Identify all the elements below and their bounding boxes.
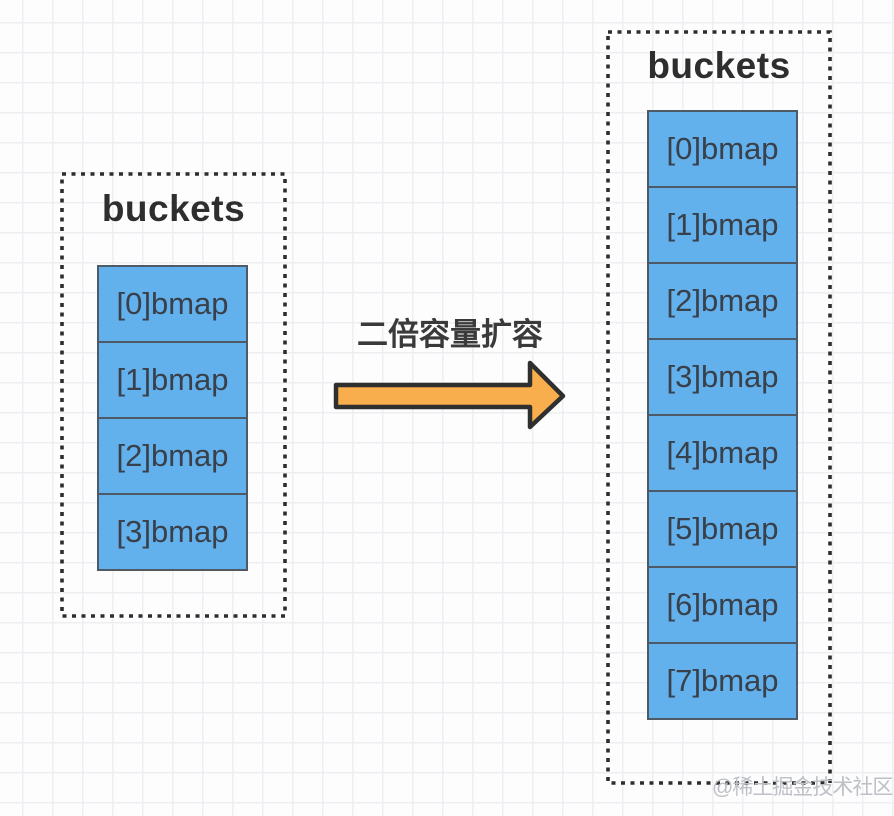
old-buckets-cells: [0]bmap [1]bmap [2]bmap [3]bmap xyxy=(97,265,248,571)
old-buckets-box: buckets [0]bmap [1]bmap [2]bmap [3]bmap xyxy=(60,172,287,618)
bucket-cell: [2]bmap xyxy=(647,262,798,340)
arrow-shape xyxy=(333,360,566,430)
bucket-cell: [3]bmap xyxy=(647,338,798,416)
bucket-cell: [5]bmap xyxy=(647,490,798,568)
old-buckets-title: buckets xyxy=(101,188,246,229)
bucket-cell: [7]bmap xyxy=(647,642,798,720)
new-buckets-box: buckets [0]bmap [1]bmap [2]bmap [3]bmap … xyxy=(606,30,832,785)
bucket-cell: [0]bmap xyxy=(97,265,248,343)
right-arrow-icon xyxy=(333,360,566,430)
expansion-arrow-group: 二倍容量扩容 xyxy=(333,318,567,430)
new-buckets-cells: [0]bmap [1]bmap [2]bmap [3]bmap [4]bmap … xyxy=(647,110,798,720)
expansion-label: 二倍容量扩容 xyxy=(357,317,543,352)
bucket-cell: [1]bmap xyxy=(647,186,798,264)
bucket-cell: [4]bmap xyxy=(647,414,798,492)
bucket-cell: [0]bmap xyxy=(647,110,798,188)
bucket-cell: [3]bmap xyxy=(97,493,248,571)
new-buckets-title: buckets xyxy=(647,45,791,86)
bucket-cell: [6]bmap xyxy=(647,566,798,644)
bucket-cell: [2]bmap xyxy=(97,417,248,495)
watermark-text: @稀土掘金技术社区 xyxy=(712,776,893,799)
bucket-cell: [1]bmap xyxy=(97,341,248,419)
